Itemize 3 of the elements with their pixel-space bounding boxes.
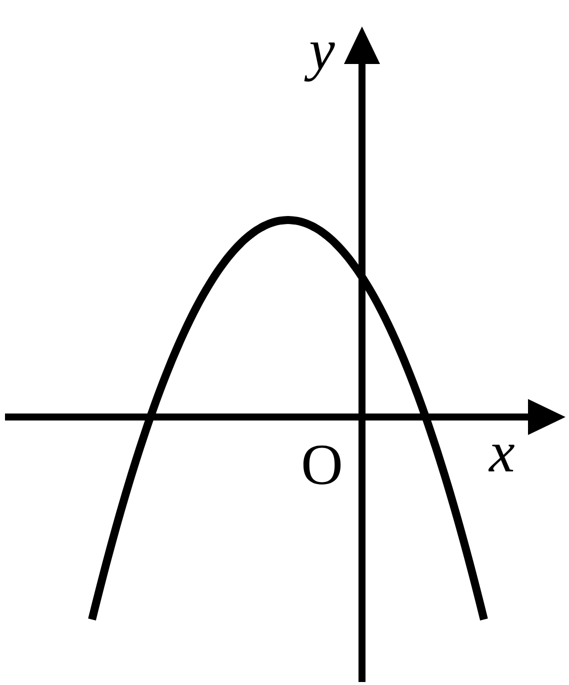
origin-label: O: [303, 446, 341, 484]
axis-label: x: [488, 444, 514, 472]
axis-label: y: [304, 42, 335, 82]
